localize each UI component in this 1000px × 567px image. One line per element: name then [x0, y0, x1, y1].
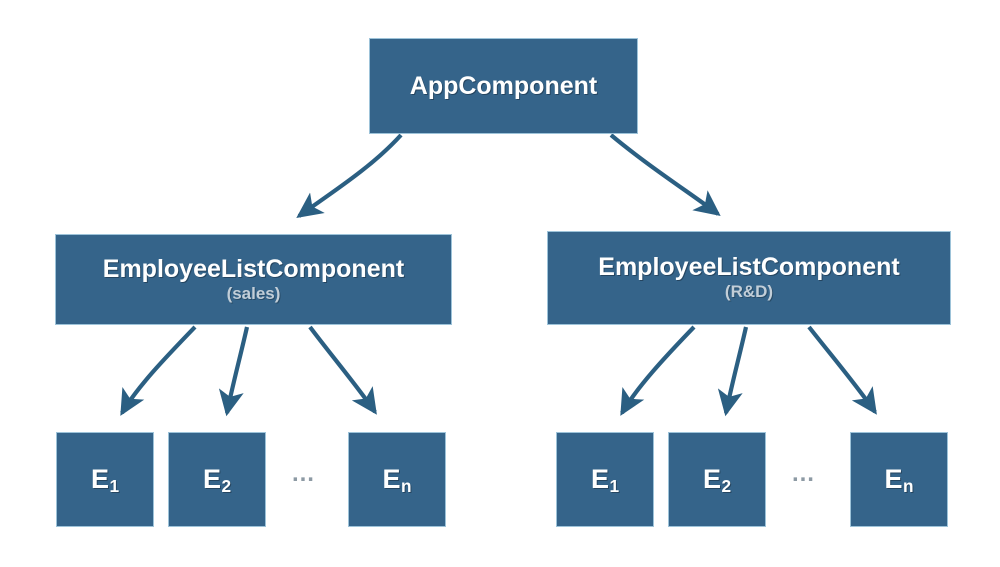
- node-employee-list-sales-label: EmployeeListComponent: [102, 254, 405, 283]
- edge-sales-to-e1: [120, 325, 197, 416]
- node-employee-rnd-2[interactable]: E2: [668, 432, 766, 527]
- node-employee-sales-2-label: E2: [202, 464, 232, 497]
- employee-index: n: [400, 476, 412, 497]
- employee-letter: E: [590, 464, 610, 495]
- node-employee-rnd-n-label: En: [884, 464, 914, 497]
- node-employee-list-rnd[interactable]: EmployeeListComponent (R&D): [547, 231, 951, 325]
- edge-rnd-to-en: [807, 325, 877, 415]
- edge-rnd-to-e2: [717, 326, 749, 417]
- node-employee-rnd-2-label: E2: [702, 464, 732, 497]
- edge-sales-to-e2: [218, 326, 250, 417]
- employee-index: 2: [221, 476, 232, 497]
- node-app-component[interactable]: AppComponent: [369, 38, 638, 134]
- node-employee-sales-1[interactable]: E1: [56, 432, 154, 527]
- node-employee-rnd-1-label: E1: [590, 464, 620, 497]
- employee-letter: E: [202, 464, 222, 495]
- employee-index: 1: [109, 476, 120, 497]
- edge-app-to-sales: [296, 133, 403, 218]
- ellipsis-rnd: …: [791, 460, 817, 487]
- employee-letter: E: [884, 464, 903, 495]
- node-employee-rnd-n[interactable]: En: [850, 432, 948, 527]
- node-employee-list-rnd-subtitle: (R&D): [724, 282, 774, 302]
- employee-index: 2: [721, 476, 732, 497]
- node-employee-sales-n[interactable]: En: [348, 432, 446, 527]
- node-employee-sales-n-label: En: [382, 464, 412, 497]
- employee-letter: E: [90, 464, 110, 495]
- edge-sales-to-en: [308, 325, 377, 415]
- employee-index: 1: [609, 476, 620, 497]
- node-employee-sales-2[interactable]: E2: [168, 432, 266, 527]
- node-employee-list-sales[interactable]: EmployeeListComponent (sales): [55, 234, 452, 325]
- edge-rnd-to-e1: [620, 325, 696, 416]
- employee-index: n: [902, 476, 914, 497]
- edge-app-to-rnd: [609, 133, 721, 217]
- ellipsis-sales: …: [291, 460, 317, 487]
- node-app-component-label: AppComponent: [409, 71, 598, 100]
- node-employee-list-sales-subtitle: (sales): [226, 283, 281, 303]
- node-employee-rnd-1[interactable]: E1: [556, 432, 654, 527]
- employee-letter: E: [702, 464, 722, 495]
- node-employee-sales-1-label: E1: [90, 464, 120, 497]
- node-employee-list-rnd-label: EmployeeListComponent: [598, 253, 900, 282]
- employee-letter: E: [382, 464, 401, 495]
